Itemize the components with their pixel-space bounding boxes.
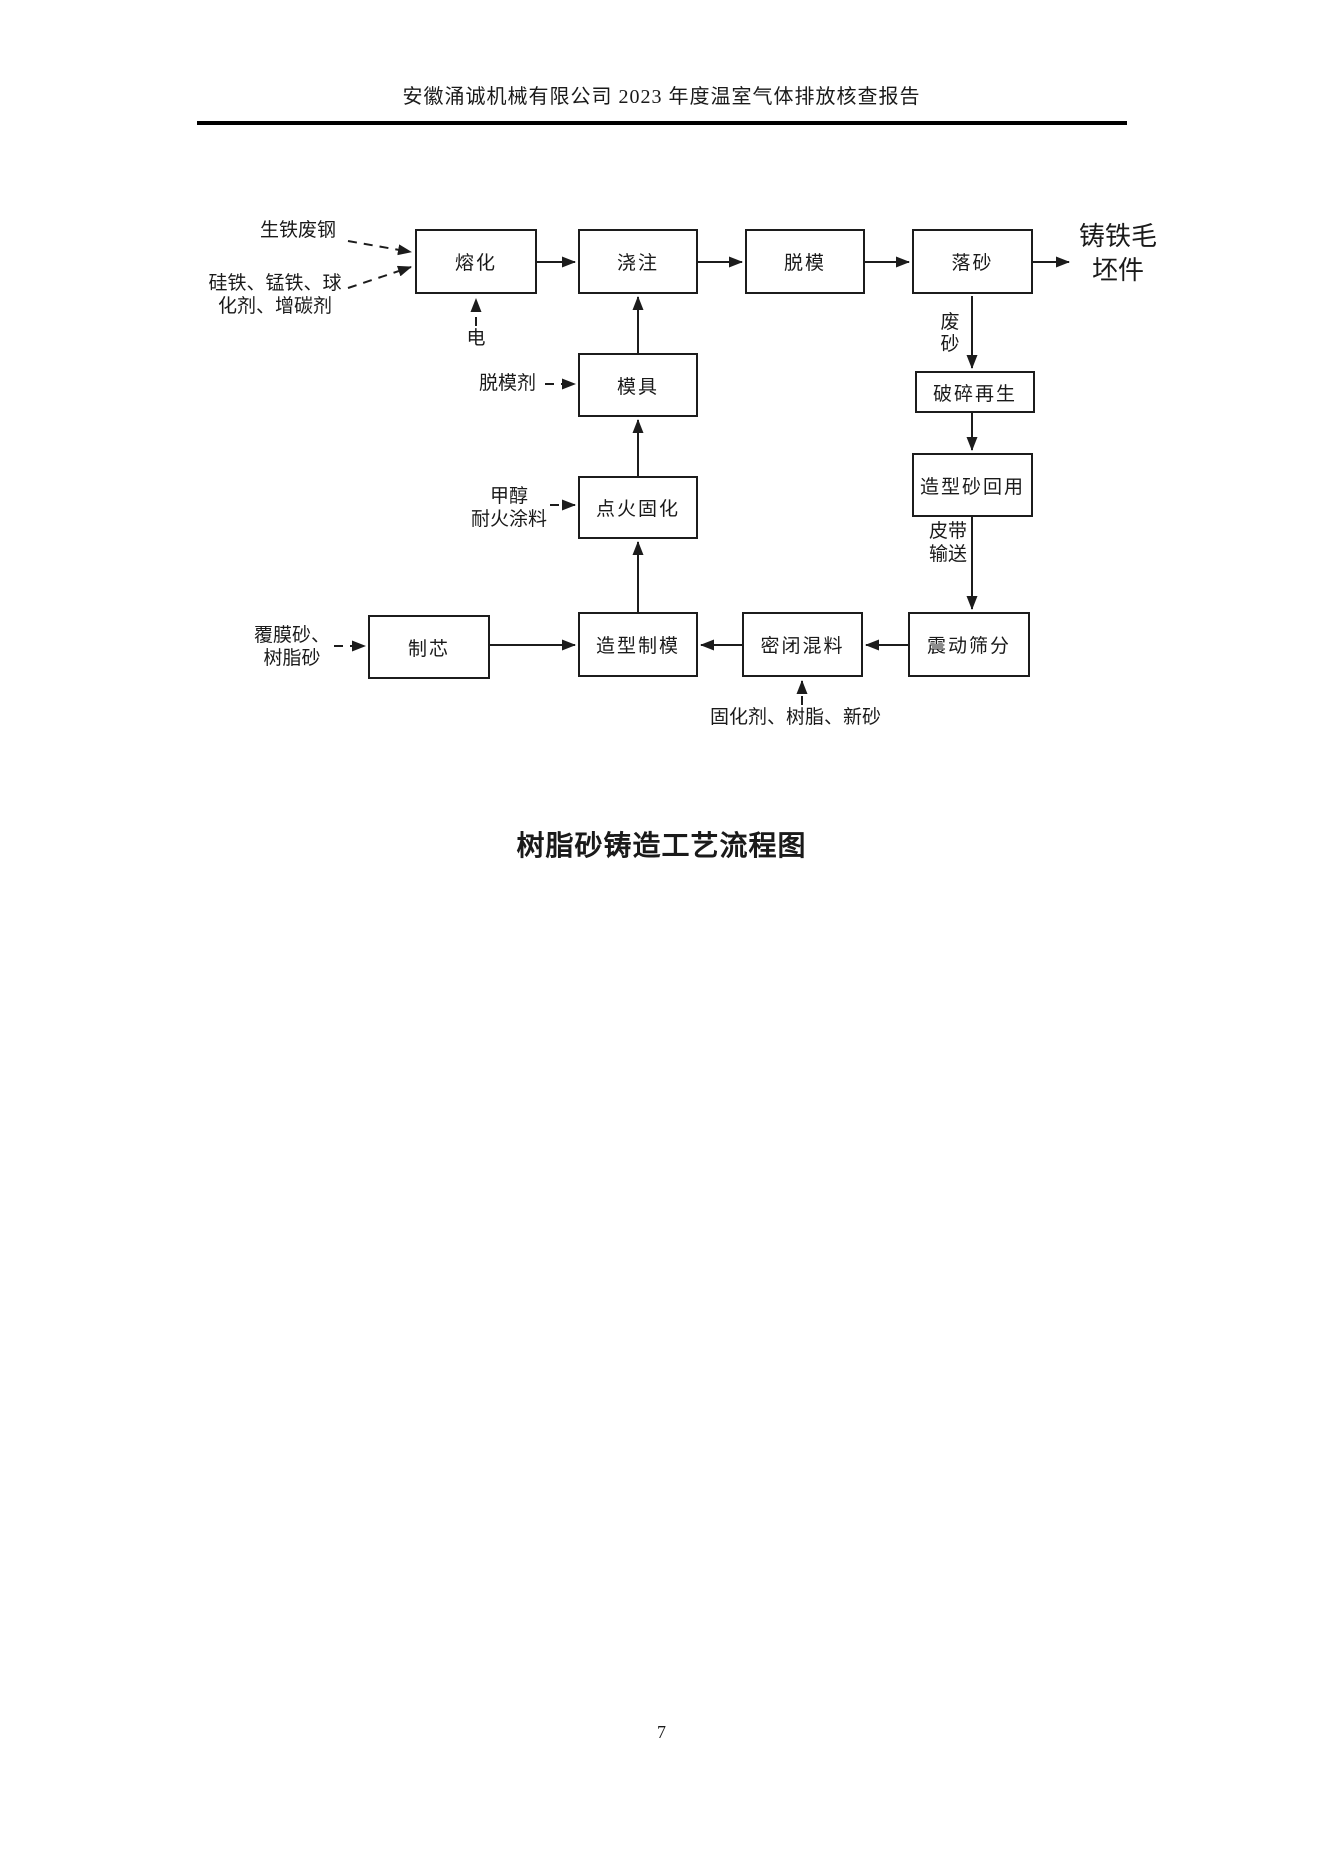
figure-caption: 树脂砂铸造工艺流程图 xyxy=(516,831,807,862)
output-label-cast-iron-blank-line1: 铸铁毛 xyxy=(1078,222,1157,251)
flow-label-waste-sand-line2: 砂 xyxy=(940,334,960,355)
flow-box-vibrating-screening: 震动筛分 xyxy=(908,612,1030,677)
flow-box-demolding: 脱模 xyxy=(745,229,865,294)
flow-box-molding: 造型制模 xyxy=(578,612,698,677)
page-number: 7 xyxy=(657,1722,666,1742)
flow-label-waste-sand-line1: 废 xyxy=(940,312,960,333)
flow-box-pouring-label: 浇注 xyxy=(616,253,659,274)
flow-box-pouring: 浇注 xyxy=(578,229,698,294)
input-label-coated-resin-sand-line1: 覆膜砂、 xyxy=(253,625,330,646)
flow-box-molding-label: 造型制模 xyxy=(595,636,680,657)
flow-box-shakeout-label: 落砂 xyxy=(951,253,994,274)
flow-box-mold: 模具 xyxy=(578,353,698,417)
header-rule xyxy=(197,121,1127,125)
flow-box-vibrating-screening-label: 震动筛分 xyxy=(926,636,1011,657)
flow-label-belt-conveying-line2: 输送 xyxy=(928,544,967,565)
flow-box-sealed-mixing: 密闭混料 xyxy=(742,612,863,677)
flow-box-shakeout: 落砂 xyxy=(912,229,1033,294)
flow-box-crushing-regeneration: 破碎再生 xyxy=(915,371,1035,413)
flow-box-molding-sand-reuse-label: 造型砂回用 xyxy=(919,476,1025,498)
input-label-release-agent: 脱模剂 xyxy=(479,373,537,394)
flow-box-core-making-label: 制芯 xyxy=(407,638,450,660)
input-label-alloys-line1: 硅铁、锰铁、球 xyxy=(208,273,342,294)
input-label-methanol-coating-line1: 甲醇 xyxy=(489,486,528,507)
input-label-coated-resin-sand-line2: 树脂砂 xyxy=(263,648,321,669)
flow-box-ignition-curing-label: 点火固化 xyxy=(595,499,680,520)
flow-label-belt-conveying: 皮带 输送 xyxy=(926,520,970,566)
input-label-alloys-line2: 化剂、增碳剂 xyxy=(217,296,332,317)
flow-box-mold-label: 模具 xyxy=(616,376,659,398)
flow-box-sealed-mixing-label: 密闭混料 xyxy=(760,636,845,657)
input-label-pig-iron-scrap: 生铁废钢 xyxy=(260,220,337,241)
page-header-title: 安徽涌诚机械有限公司 2023 年度温室气体排放核查报告 xyxy=(402,86,921,108)
flow-box-melting-label: 熔化 xyxy=(454,253,497,274)
flow-box-crushing-regeneration-label: 破碎再生 xyxy=(932,383,1017,405)
flow-box-ignition-curing: 点火固化 xyxy=(578,476,698,539)
output-label-cast-iron-blank-line2: 坯件 xyxy=(1091,256,1144,285)
input-label-curing-agent-resin-new-sand: 固化剂、树脂、新砂 xyxy=(710,707,882,728)
input-label-coated-resin-sand: 覆膜砂、 树脂砂 xyxy=(250,624,334,670)
flow-box-melting: 熔化 xyxy=(415,229,537,294)
flow-label-belt-conveying-line1: 皮带 xyxy=(928,521,967,542)
input-label-methanol-coating: 甲醇 耐火涂料 xyxy=(466,485,552,531)
flow-label-waste-sand: 废 砂 xyxy=(936,312,964,356)
flow-box-core-making: 制芯 xyxy=(368,615,490,679)
input-label-alloys: 硅铁、锰铁、球 化剂、增碳剂 xyxy=(200,272,350,318)
input-label-electricity: 电 xyxy=(466,328,486,349)
flow-box-molding-sand-reuse: 造型砂回用 xyxy=(912,453,1033,517)
flow-box-demolding-label: 脱模 xyxy=(783,253,826,274)
output-label-cast-iron-blank: 铸铁毛 坯件 xyxy=(1072,220,1164,288)
input-label-methanol-coating-line2: 耐火涂料 xyxy=(470,509,547,530)
